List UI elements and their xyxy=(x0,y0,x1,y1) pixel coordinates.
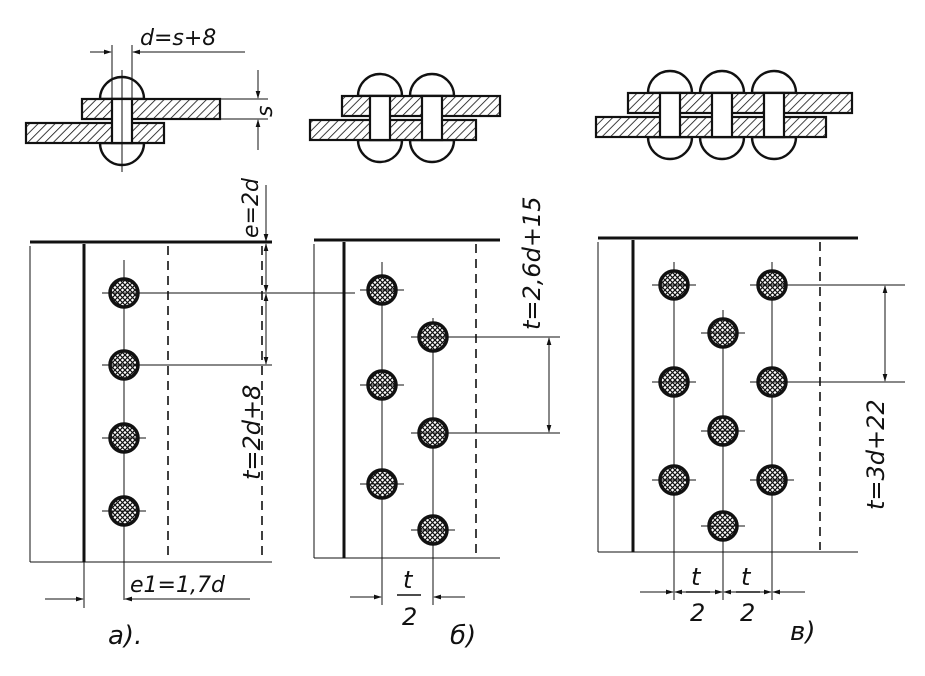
rivet-c-7 xyxy=(750,269,794,301)
variant-c-section-view xyxy=(594,69,854,161)
rivet-a-1 xyxy=(102,277,146,309)
rivet-a-3 xyxy=(102,422,146,454)
rivet-c-1 xyxy=(652,269,696,301)
rivet-c-2 xyxy=(652,366,696,398)
label-c-half-2-1: 2 xyxy=(690,599,705,627)
variant-b-plan-view xyxy=(313,238,560,605)
variant-a-plan-view xyxy=(29,185,355,608)
caption-c: в) xyxy=(790,617,815,647)
rivet-b-1 xyxy=(360,274,404,306)
label-t-formula-c: t=3d+22 xyxy=(862,399,890,510)
rivet-c-5 xyxy=(701,415,745,447)
rivet-c-6 xyxy=(701,510,745,542)
rivet-c-3 xyxy=(652,464,696,496)
label-c-half-t-2: t xyxy=(741,563,752,591)
rivet-b-6 xyxy=(411,514,455,546)
variant-b-section-view xyxy=(308,72,502,164)
rivet-c-8 xyxy=(750,366,794,398)
rivet-b-4 xyxy=(411,321,455,353)
rivet-b-3 xyxy=(360,468,404,500)
caption-b: б) xyxy=(450,621,476,651)
variant-c-plan-view xyxy=(597,236,905,600)
label-c-half-2-2: 2 xyxy=(740,599,755,627)
rivet-b-5 xyxy=(411,417,455,449)
rivet-c-4 xyxy=(701,317,745,349)
rivet-b-2 xyxy=(360,369,404,401)
label-d-formula: d=s+8 xyxy=(140,26,216,51)
label-e-formula: e=2d xyxy=(239,177,264,238)
label-s: s xyxy=(253,106,278,117)
label-t-formula-b: t=2,6d+15 xyxy=(518,196,546,330)
label-e1-formula: e1=1,7d xyxy=(130,573,226,598)
rivet-a-4 xyxy=(102,495,146,527)
caption-a: а). xyxy=(108,621,142,651)
rivet-a-2 xyxy=(102,349,146,381)
label-b-half-2: 2 xyxy=(402,603,417,631)
label-t-formula-a: t=2d+8 xyxy=(238,385,266,480)
variant-a-section-view xyxy=(24,45,268,172)
label-c-half-t-1: t xyxy=(691,563,702,591)
label-b-half-t: t xyxy=(403,566,414,594)
rivet-c-9 xyxy=(750,464,794,496)
